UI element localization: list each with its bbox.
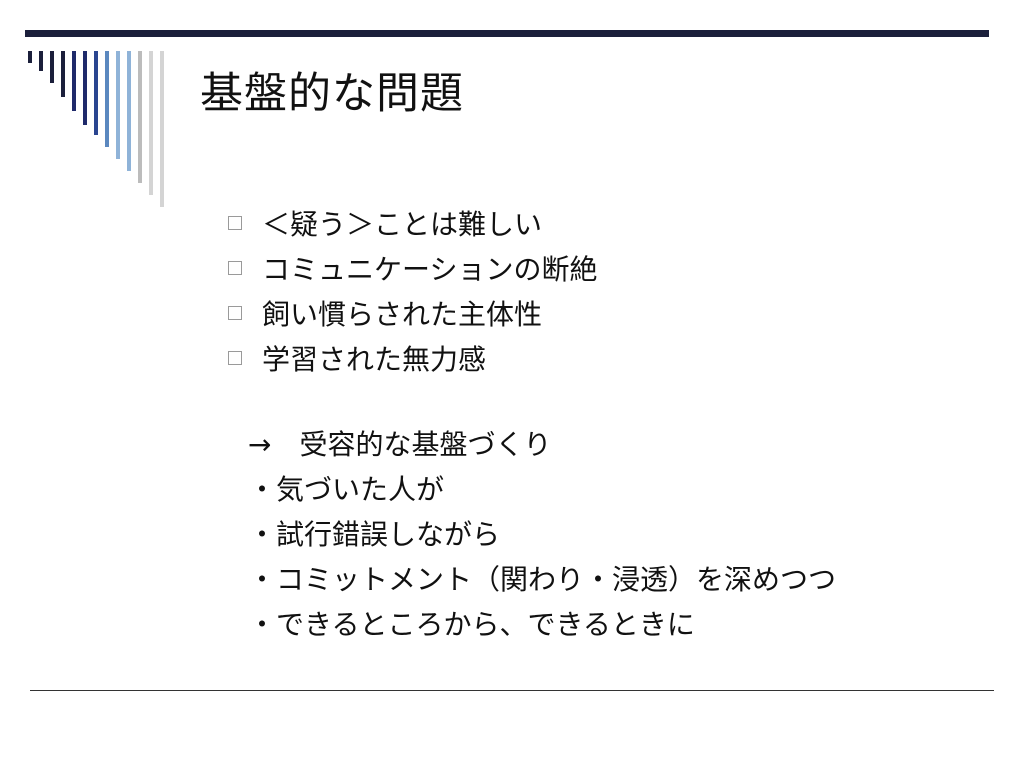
stripe bbox=[138, 51, 142, 183]
slide-title: 基盤的な問題 bbox=[200, 69, 464, 119]
sub-line: ・試行錯誤しながら bbox=[248, 518, 501, 551]
square-bullet-icon bbox=[228, 215, 242, 230]
stripe bbox=[149, 51, 153, 195]
stripe bbox=[39, 51, 43, 71]
list-item: 飼い慣らされた主体性 bbox=[228, 290, 597, 335]
top-accent-bar bbox=[25, 30, 989, 37]
stripe bbox=[72, 51, 76, 111]
bottom-divider bbox=[30, 690, 994, 691]
bullet-text: コミュニケーションの断絶 bbox=[262, 252, 598, 286]
decorative-stripes bbox=[28, 51, 168, 211]
square-bullet-icon bbox=[228, 350, 242, 365]
square-bullet-icon bbox=[228, 305, 242, 320]
stripe bbox=[28, 51, 32, 63]
stripe bbox=[160, 51, 164, 207]
stripe bbox=[94, 51, 98, 135]
stripe bbox=[50, 51, 54, 83]
square-bullet-icon bbox=[228, 260, 242, 275]
list-item: コミュニケーションの断絶 bbox=[228, 245, 597, 290]
list-item: 学習された無力感 bbox=[228, 335, 597, 380]
bullet-text: 学習された無力感 bbox=[262, 342, 487, 376]
sub-line: ・気づいた人が bbox=[248, 473, 445, 506]
stripe bbox=[105, 51, 109, 147]
bullet-list: ＜疑う＞ことは難しい コミュニケーションの断絶 飼い慣らされた主体性 学習された… bbox=[228, 200, 597, 380]
stripe bbox=[61, 51, 65, 97]
sub-line: ・できるところから、できるときに bbox=[248, 608, 695, 641]
stripe bbox=[127, 51, 131, 171]
stripe bbox=[116, 51, 120, 159]
sub-line: → 受容的な基盤づくり bbox=[248, 428, 552, 461]
list-item: ＜疑う＞ことは難しい bbox=[228, 200, 597, 245]
sub-line: ・コミットメント（関わり・浸透）を深めつつ bbox=[248, 563, 837, 596]
sub-points: → 受容的な基盤づくり ・気づいた人が ・試行錯誤しながら ・コミットメント（関… bbox=[248, 422, 836, 647]
bullet-text: ＜疑う＞ことは難しい bbox=[262, 207, 543, 241]
bullet-text: 飼い慣らされた主体性 bbox=[262, 297, 543, 331]
stripe bbox=[83, 51, 87, 125]
